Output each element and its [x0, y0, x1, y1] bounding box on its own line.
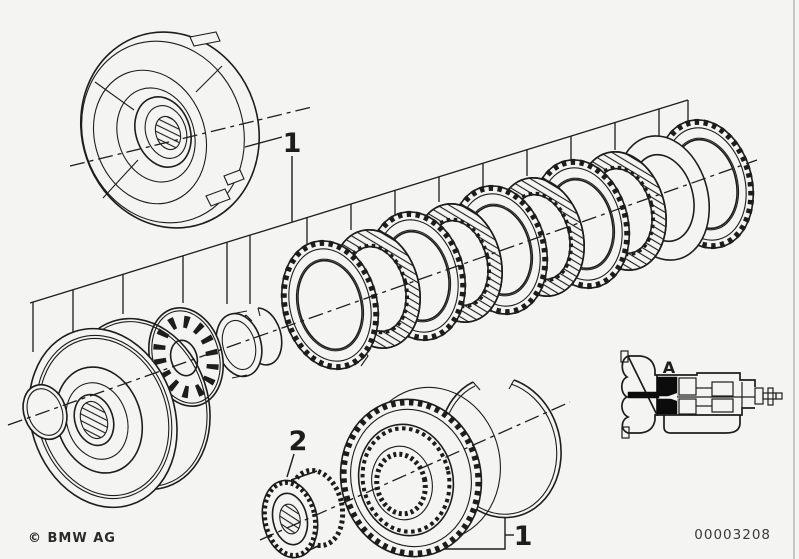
clutch-a-upper — [656, 376, 678, 397]
output-nub — [775, 392, 783, 400]
transmission-schematic: A — [620, 350, 783, 439]
drive-hub — [261, 467, 346, 559]
clutch-plate-stack — [269, 110, 767, 380]
clutch-a-lower — [656, 398, 678, 415]
part2-callout: 2 — [286, 426, 308, 478]
converter-outline — [620, 354, 659, 434]
oil-pan — [663, 415, 741, 434]
centerline-axes — [7, 106, 758, 541]
part1-callout-bottom: 1 — [443, 518, 532, 552]
output-shaft — [762, 392, 777, 400]
clutch-piston — [28, 327, 178, 509]
output-flange — [754, 387, 764, 405]
leader-comb-part1 — [29, 99, 689, 352]
image-number: 00003208 — [694, 527, 771, 543]
output-cross — [767, 387, 774, 406]
copyright-text: © BMW AG — [28, 531, 116, 546]
clutch-a-notch — [666, 393, 677, 401]
drum-tab — [223, 169, 245, 186]
input-shaft — [627, 391, 660, 399]
drum-top-lug — [189, 31, 221, 47]
drum-tab — [205, 188, 231, 207]
page-right-edge — [793, 0, 795, 559]
part1-label-bottom: 1 — [514, 521, 533, 552]
part1-label-top: 1 — [283, 128, 302, 159]
clutch-drum-gear — [339, 386, 501, 558]
torque-converter-drum — [79, 31, 261, 229]
part2-label: 2 — [289, 426, 308, 457]
part1-callout-top: 1 — [244, 128, 302, 222]
position-a-label: A — [663, 358, 676, 377]
